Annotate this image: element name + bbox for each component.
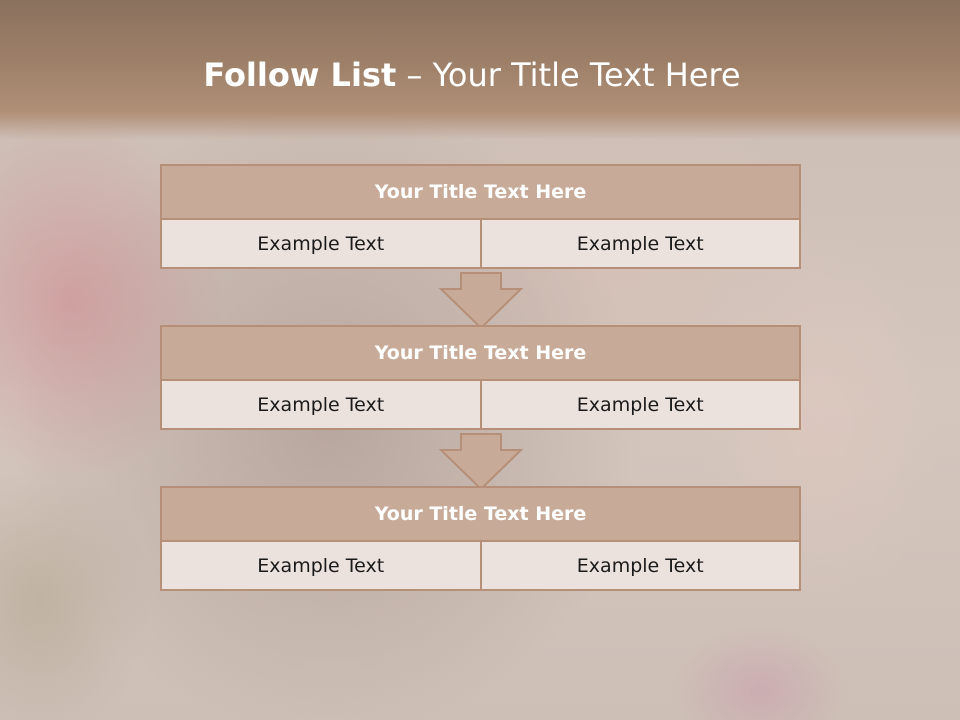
step-cell-left: Example Text [160,220,482,269]
down-arrow-icon [438,272,524,330]
step-cell-left: Example Text [160,381,482,430]
step-row: Example Text Example Text [160,381,801,430]
step-cell-right: Example Text [481,542,801,591]
slide-title-rest: – Your Title Text Here [396,56,741,94]
step-block-1: Your Title Text Here Example Text Exampl… [160,164,801,269]
step-cell-right: Example Text [481,220,801,269]
step-cell-left: Example Text [160,542,482,591]
step-row: Example Text Example Text [160,220,801,269]
step-title: Your Title Text Here [160,325,801,381]
step-block-2: Your Title Text Here Example Text Exampl… [160,325,801,430]
step-block-3: Your Title Text Here Example Text Exampl… [160,486,801,591]
slide-title: Follow List – Your Title Text Here [0,52,944,98]
down-arrow-icon [438,433,524,491]
step-title: Your Title Text Here [160,486,801,542]
step-cell-right: Example Text [481,381,801,430]
slide-title-bold: Follow List [203,56,397,94]
title-bar [0,0,960,140]
step-title: Your Title Text Here [160,164,801,220]
step-row: Example Text Example Text [160,542,801,591]
